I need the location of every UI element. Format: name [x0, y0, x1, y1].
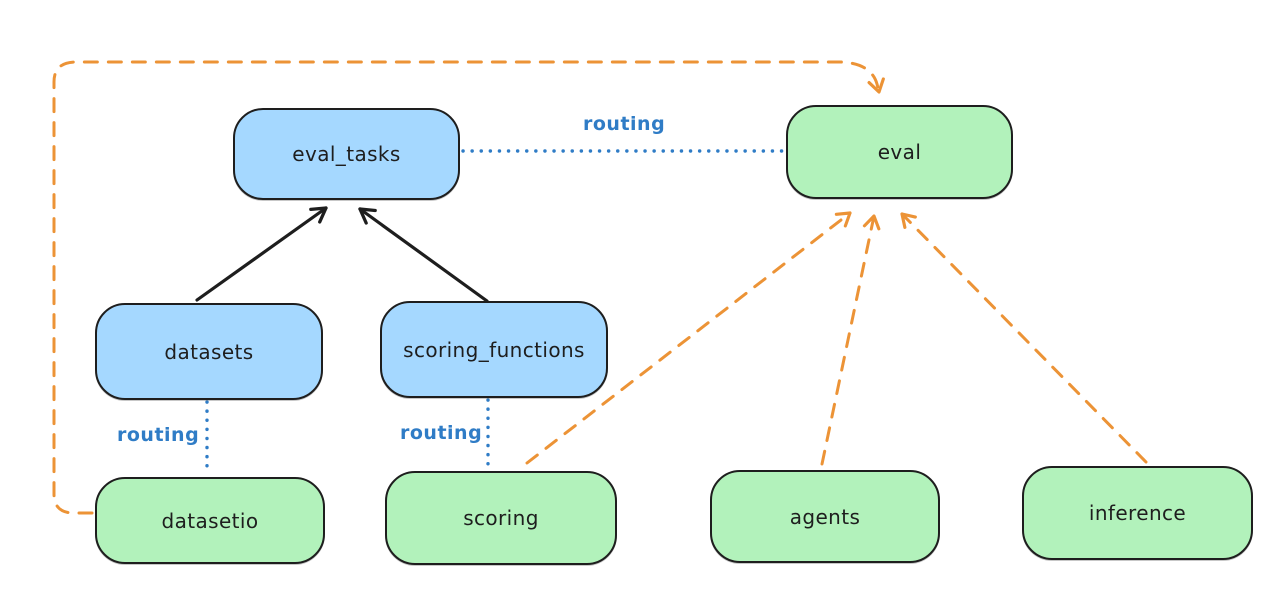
edge-datasetio-to-eval	[52, 60, 885, 515]
routing-label-eval-tasks-eval: routing	[583, 113, 666, 135]
node-inference: inference	[1022, 466, 1253, 560]
node-eval-label: eval	[877, 140, 922, 164]
node-eval: eval	[786, 105, 1013, 199]
edge-scoring-functions-to-eval-tasks	[358, 207, 489, 303]
routing-label-scoring-functions-scoring: routing	[400, 422, 483, 444]
node-eval-tasks-label: eval_tasks	[292, 142, 401, 166]
edge-inference-to-eval	[900, 212, 1148, 464]
node-agents: agents	[710, 470, 940, 563]
node-datasetio: datasetio	[95, 477, 325, 564]
node-datasets: datasets	[95, 303, 323, 400]
edge-datasets-to-eval-tasks	[195, 206, 328, 302]
edge-agents-to-eval	[820, 214, 881, 466]
node-eval-tasks: eval_tasks	[233, 108, 460, 200]
node-datasetio-label: datasetio	[161, 508, 259, 533]
node-agents-label: agents	[789, 504, 861, 529]
node-inference-label: inference	[1088, 501, 1187, 525]
edge-scoring-to-eval	[525, 211, 852, 465]
routing-label-datasets-datasetio: routing	[117, 424, 200, 446]
node-scoring-functions: scoring_functions	[380, 301, 608, 398]
node-datasets-label: datasets	[164, 339, 254, 364]
node-scoring-functions-label: scoring_functions	[403, 337, 585, 362]
node-scoring-label: scoring	[463, 506, 539, 530]
node-scoring: scoring	[385, 471, 617, 565]
